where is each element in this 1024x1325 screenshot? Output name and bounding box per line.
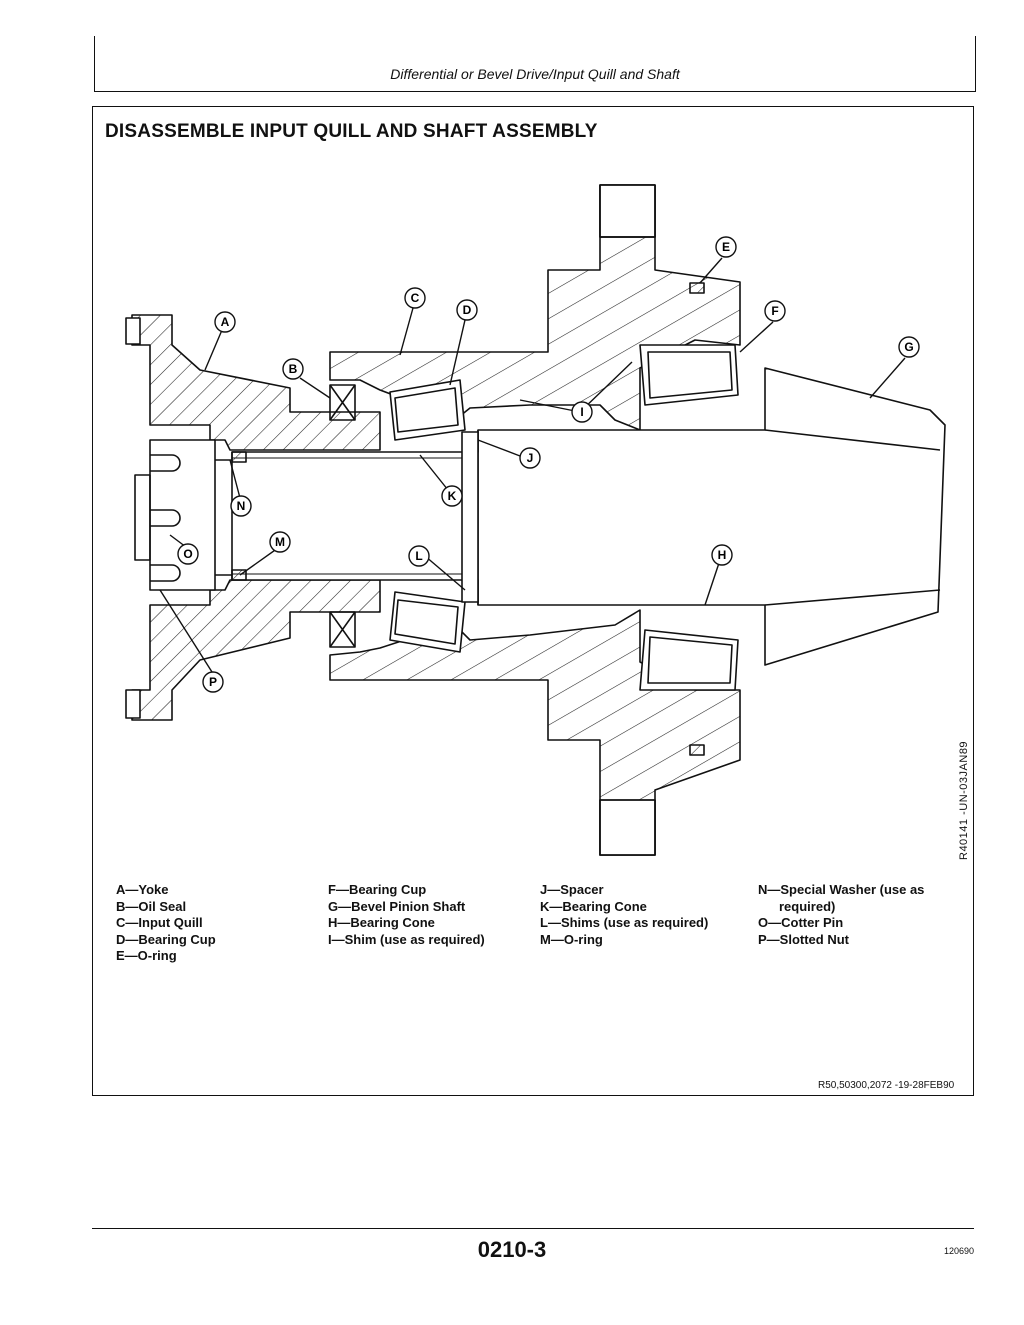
legend-item: K—Bearing Cone bbox=[540, 898, 647, 914]
legend-column-1: A—Yoke B—Oil Seal C—Input Quill D—Bearin… bbox=[116, 882, 216, 965]
svg-text:L: L bbox=[415, 549, 422, 563]
svg-text:C: C bbox=[411, 291, 420, 305]
legend-item: F—Bearing Cup bbox=[328, 882, 427, 897]
svg-text:P: P bbox=[209, 675, 217, 689]
legend-item: M—O-ring bbox=[540, 931, 603, 947]
callout-m: M bbox=[269, 531, 291, 553]
legend-item: L—Shims (use as required) bbox=[540, 915, 709, 931]
svg-text:M: M bbox=[275, 535, 285, 549]
legend-item: C—Input Quill bbox=[116, 915, 203, 931]
legend-item: O—Cotter Pin bbox=[758, 915, 844, 931]
legend-item: D—Bearing Cup bbox=[116, 931, 216, 947]
front-bearing bbox=[389, 379, 466, 653]
svg-text:I: I bbox=[580, 405, 583, 419]
page-number: 0210-3 bbox=[477, 1237, 547, 1262]
callout-k: K bbox=[441, 485, 463, 507]
callout-d: D bbox=[456, 299, 478, 321]
svg-text:G: G bbox=[904, 340, 913, 354]
svg-text:N: N bbox=[237, 499, 246, 513]
legend-column-2: F—Bearing Cup G—Bevel Pinion Shaft H—Bea… bbox=[328, 882, 485, 948]
footer-rule bbox=[92, 1228, 974, 1229]
rear-bearing bbox=[639, 344, 739, 691]
page-date-code: 120690 bbox=[944, 1246, 975, 1256]
callout-g: G bbox=[898, 336, 920, 358]
legend-item: A—Yoke bbox=[116, 882, 169, 897]
legend-item: J—Spacer bbox=[540, 882, 604, 897]
legend-item: N—Special Washer (use as bbox=[758, 882, 925, 897]
section-box: DISASSEMBLE INPUT QUILL AND SHAFT ASSEMB… bbox=[92, 106, 974, 1096]
callout-l: L bbox=[408, 545, 430, 567]
yoke-upper bbox=[125, 314, 381, 451]
legend-column-4: N—Special Washer (use as required) O—Cot… bbox=[758, 882, 924, 948]
callout-f: F bbox=[764, 300, 786, 322]
legend-item: G—Bevel Pinion Shaft bbox=[328, 898, 466, 914]
oil-seal bbox=[329, 384, 356, 648]
spacer bbox=[461, 431, 479, 603]
svg-text:B: B bbox=[289, 362, 298, 376]
callout-c: C bbox=[404, 287, 426, 309]
callout-i: I bbox=[571, 401, 593, 423]
legend-item: E—O-ring bbox=[116, 948, 177, 964]
callout-p: P bbox=[202, 671, 224, 693]
callout-h: H bbox=[711, 544, 733, 566]
svg-text:F: F bbox=[771, 304, 778, 318]
running-head: Differential or Bevel Drive/Input Quill … bbox=[390, 66, 680, 82]
callout-leaders bbox=[159, 257, 906, 673]
callouts: A B C D E F G H I J K L M N O P bbox=[177, 236, 920, 693]
callout-e: E bbox=[715, 236, 737, 258]
callout-b: B bbox=[282, 358, 304, 380]
svg-text:H: H bbox=[718, 548, 727, 562]
svg-text:D: D bbox=[463, 303, 472, 317]
legend-item: I—Shim (use as required) bbox=[328, 931, 485, 947]
legend-item: B—Oil Seal bbox=[116, 898, 187, 914]
legend-column-3: J—Spacer K—Bearing Cone L—Shims (use as … bbox=[540, 882, 708, 948]
callout-a: A bbox=[214, 311, 236, 333]
small-seals bbox=[231, 282, 705, 756]
document-code: R50,50300,2072 -19-28FEB90 bbox=[818, 1080, 955, 1091]
legend-item: H—Bearing Cone bbox=[328, 915, 435, 931]
svg-text:O: O bbox=[183, 547, 192, 561]
callout-n: N bbox=[230, 495, 252, 517]
slotted-nut bbox=[134, 439, 240, 591]
housing-upper-flange bbox=[329, 184, 741, 431]
svg-text:E: E bbox=[722, 240, 730, 254]
figure-id: R40141 -UN-03JAN89 bbox=[932, 690, 972, 870]
yoke-lower bbox=[125, 579, 381, 721]
svg-text:J: J bbox=[527, 451, 534, 465]
legend-item: P—Slotted Nut bbox=[758, 931, 849, 947]
page-header-frame: Differential or Bevel Drive/Input Quill … bbox=[94, 36, 976, 92]
svg-text:A: A bbox=[221, 315, 230, 329]
callout-o: O bbox=[177, 543, 199, 565]
callout-j: J bbox=[519, 447, 541, 469]
svg-text:K: K bbox=[448, 489, 457, 503]
section-title: DISASSEMBLE INPUT QUILL AND SHAFT ASSEMB… bbox=[105, 121, 598, 142]
figure-id-text: R40141 -UN-03JAN89 bbox=[958, 740, 970, 860]
legend-item: required) bbox=[779, 898, 836, 914]
